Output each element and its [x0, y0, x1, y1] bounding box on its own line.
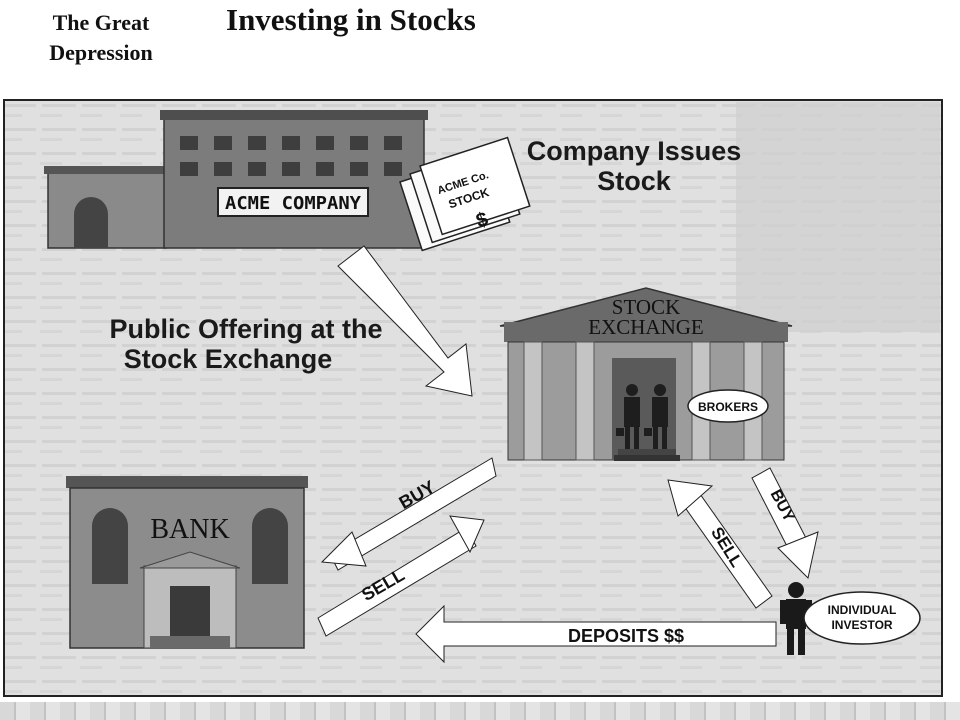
- stock-certificates: ACME Co. STOCK $: [399, 136, 531, 252]
- exchange-step-1: [618, 449, 676, 455]
- bank-door: [170, 586, 210, 636]
- factory-main: [163, 115, 425, 249]
- arrow-buy-to-bank-head: [320, 531, 367, 567]
- factory-door: [74, 197, 108, 248]
- arrow-sell-from-bank-head: [449, 515, 485, 554]
- arrow-buy-to-investor-head: [777, 531, 819, 580]
- section-label-line1: The Great: [52, 10, 150, 35]
- bank-window-right: [252, 508, 288, 584]
- page-title: Investing in Stocks: [226, 2, 476, 37]
- stock-certificate: [419, 136, 531, 236]
- exchange-step-2: [614, 455, 680, 461]
- factory-windows: [180, 136, 402, 176]
- arrow-sell-from-investor-head: [667, 479, 714, 517]
- factory-main-roof: [160, 110, 428, 120]
- arrow-buy-to-bank: [329, 457, 497, 571]
- investor-label-line2: INVESTOR: [831, 618, 892, 632]
- bank-roof: [66, 476, 308, 488]
- exchange-entablature: [504, 322, 788, 342]
- panel-sidebar-shade: [736, 102, 940, 332]
- brokers-oval: [687, 389, 769, 423]
- brokers-label: BROKERS: [698, 400, 758, 414]
- issue-caption-line1: Company Issues: [527, 136, 742, 166]
- arrow-deposits: [415, 604, 777, 664]
- bottom-scan-strip: [0, 702, 960, 720]
- investor-label-line1: INDIVIDUAL: [828, 603, 897, 617]
- factory-roof: [44, 166, 170, 174]
- company-sign-board: [217, 187, 369, 217]
- stock-flow-diagram: ACME COMPANY ACME Co. STOCK $ Company Is…: [3, 99, 943, 697]
- investor-oval: [803, 591, 921, 645]
- acme-company-building: ACME COMPANY: [44, 110, 428, 249]
- offering-caption-line1: Public Offering at the: [109, 314, 382, 344]
- bank-window-left: [92, 508, 128, 584]
- bank-name: BANK: [150, 514, 229, 545]
- exchange-columns: [523, 341, 763, 461]
- broker-figures: [616, 384, 668, 449]
- section-label: The Great Depression: [26, 8, 176, 68]
- exchange-name-line2: EXCHANGE: [588, 315, 704, 339]
- arrow-sell-from-bank: [317, 527, 477, 637]
- section-label-line2: Depression: [49, 40, 153, 65]
- bank-building: BANK: [66, 476, 308, 649]
- offering-caption-line2: Stock Exchange: [124, 344, 333, 374]
- exchange-name-line1: STOCK: [612, 295, 680, 319]
- issue-caption-line2: Stock: [597, 166, 672, 196]
- bank-portico-top: [139, 551, 241, 569]
- arrow-deposits-label: DEPOSITS $$: [568, 626, 684, 646]
- arrow-company-to-exchange: [337, 245, 473, 397]
- stock-exchange-building: STOCK EXCHANGE BROKERS: [499, 287, 793, 461]
- bank-steps: [150, 636, 230, 648]
- company-sign-text: ACME COMPANY: [225, 193, 361, 214]
